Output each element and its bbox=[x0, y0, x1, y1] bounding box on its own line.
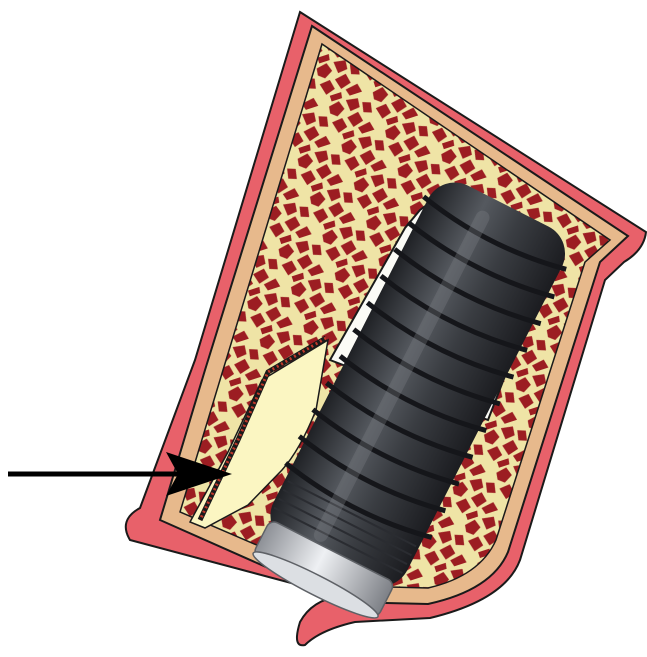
implant-diagram bbox=[0, 0, 647, 657]
